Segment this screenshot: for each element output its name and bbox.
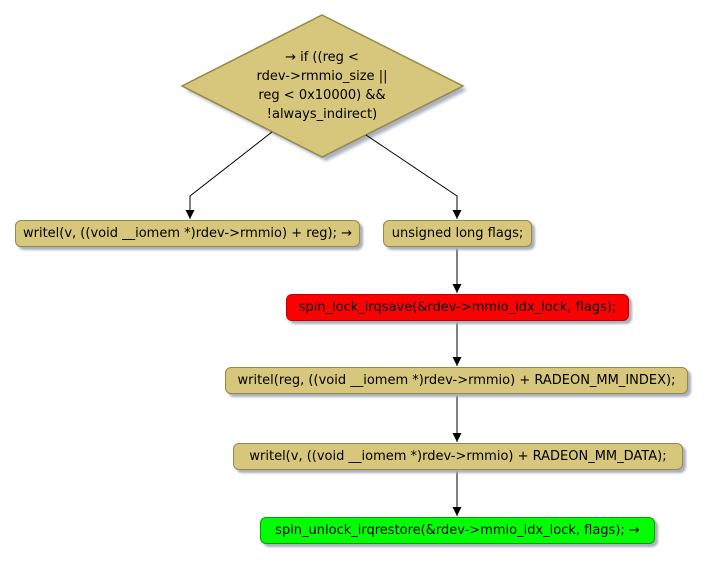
decision-line-3: reg < 0x10000) && — [258, 88, 386, 103]
decision-line-2: rdev->rmmio_size || — [256, 69, 388, 84]
node-writel-data: writel(v, ((void __iomem *)rdev->rmmio) … — [233, 443, 683, 470]
node-spin-lock: spin_lock_irqsave(&rdev->mmio_idx_lock, … — [286, 294, 629, 321]
node-writel-index: writel(reg, ((void __iomem *)rdev->rmmio… — [225, 367, 688, 394]
edge-decision-to-declare-flags — [365, 134, 462, 219]
decision-line-4: !always_indirect) — [266, 107, 378, 122]
node-spin-unlock: spin_unlock_irqrestore(&rdev->mmio_idx_l… — [260, 517, 655, 544]
node-writel-direct: writel(v, ((void __iomem *)rdev->rmmio) … — [15, 220, 360, 247]
decision-diamond — [180, 14, 465, 158]
decision-line-1: → if ((reg < — [285, 50, 359, 65]
node-declare-flags: unsigned long flags; — [383, 220, 532, 247]
decision-condition-label: → if ((reg < rdev->rmmio_size || reg < 0… — [182, 48, 462, 124]
edge-decision-to-writel-direct — [185, 131, 273, 219]
